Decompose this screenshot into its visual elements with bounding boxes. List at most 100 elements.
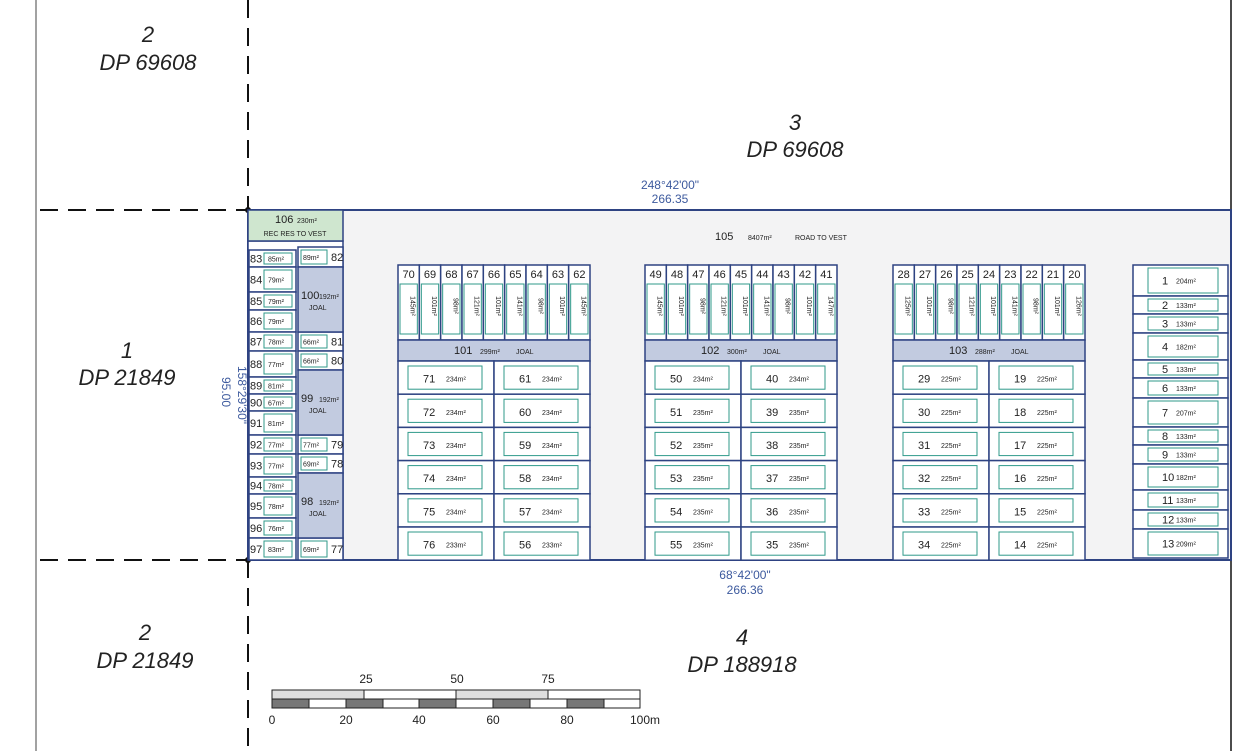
lot-area: 182m² [1176, 475, 1197, 482]
joal-lot-number: 103 [949, 345, 967, 357]
lot-area: 225m² [1037, 443, 1058, 450]
lot-number: 41 [820, 269, 832, 281]
lot-area: 101m² [805, 296, 812, 317]
lot-number: 52 [670, 440, 682, 452]
lot-number: 30 [918, 407, 930, 419]
lot-29 [892, 360, 990, 395]
building-footprint [1147, 492, 1219, 508]
lot-36 [740, 493, 838, 528]
joal-lot [297, 369, 344, 436]
building-footprint [1147, 362, 1219, 376]
lot-number: 24 [983, 269, 995, 281]
lot-area: 81m² [268, 421, 285, 428]
joal-lot-number: 102 [701, 345, 719, 357]
building-footprint [442, 283, 461, 335]
building-footprint [570, 283, 589, 335]
lot-area: 225m² [941, 476, 962, 483]
joal-label: JOAL [309, 511, 327, 518]
lot-number: 65 [509, 269, 521, 281]
joal-label: JOAL [309, 408, 327, 415]
lot-area: 182m² [1176, 345, 1197, 352]
building-footprint [548, 283, 568, 335]
lot-area: 133m² [1176, 303, 1197, 310]
lot-number: 55 [670, 540, 682, 552]
building-footprint [1001, 283, 1020, 335]
lot-number: 45 [735, 269, 747, 281]
lot-40 [740, 360, 838, 395]
lot-number: 54 [670, 506, 682, 518]
lot-30 [892, 393, 990, 429]
lot-area: 209m² [1176, 542, 1197, 549]
building-footprint [263, 479, 293, 492]
lot-number: 11 [1162, 495, 1173, 507]
lot-51 [644, 393, 742, 429]
lot-number: 91 [250, 418, 262, 430]
building-footprint [263, 437, 293, 452]
lot-area: 101m² [494, 296, 501, 317]
joal-label: JOAL [516, 349, 534, 356]
lot-area: 101m² [677, 296, 684, 317]
lot-area: 141m² [1010, 296, 1017, 317]
lot-area: 235m² [693, 476, 714, 483]
building-footprint [1147, 466, 1219, 488]
lot-area: 225m² [941, 443, 962, 450]
reserve-area: 230m² [297, 218, 318, 225]
lot-number: 3 [1162, 319, 1168, 331]
lot-number: 58 [519, 473, 531, 485]
building-footprint [979, 283, 999, 335]
lot-97 [248, 537, 297, 561]
lot-area: 98m² [451, 298, 458, 315]
lot-number: 5 [1162, 364, 1168, 376]
building-footprint [300, 353, 328, 368]
lot-number: 67 [467, 269, 479, 281]
building-footprint [506, 283, 525, 335]
lot-area: 69m² [303, 462, 320, 469]
lot-58 [493, 459, 591, 495]
building-footprint [1147, 380, 1219, 396]
lot-area: 85m² [268, 257, 285, 264]
building-footprint [463, 283, 482, 335]
scale-label: 0 [269, 713, 276, 727]
lot-area: 98m² [784, 298, 791, 315]
lot-area: 77m² [268, 362, 285, 369]
joal-lot-number: 98 [301, 496, 313, 508]
lot-area: 225m² [1037, 410, 1058, 417]
building-footprint [958, 283, 977, 335]
building-footprint [263, 413, 293, 433]
lot-number: 77 [331, 544, 343, 556]
lot-number: 13 [1162, 539, 1174, 551]
lot-number: 50 [670, 374, 682, 386]
lot-number: 28 [898, 269, 910, 281]
lot-84 [248, 266, 297, 293]
lot-area: 126m² [1074, 296, 1081, 317]
lot-number: 32 [918, 473, 930, 485]
lot-number: 72 [423, 407, 435, 419]
lot-number: 93 [250, 461, 262, 473]
lot-number: 25 [962, 269, 974, 281]
lot-number: 79 [331, 440, 343, 452]
lot-16 [988, 459, 1086, 495]
lot-number: 42 [799, 269, 811, 281]
scale-label: 80 [560, 713, 574, 727]
lot-blocks: 70145m²69101m²6898m²67121m²66101m²65141m… [397, 264, 1086, 561]
lot-area: 77m² [268, 443, 285, 450]
lot-59 [493, 426, 591, 462]
building-footprint [263, 396, 293, 409]
lot-area: 121m² [473, 296, 480, 317]
joal-label: JOAL [763, 349, 781, 356]
lot-number: 39 [766, 407, 778, 419]
lot-area: 79m² [268, 299, 285, 306]
lot-number: 82 [331, 252, 343, 264]
adjacent-lot-number: 3 [789, 110, 802, 135]
lot-number: 96 [250, 523, 262, 535]
lot-number: 47 [692, 269, 704, 281]
building-footprint [902, 365, 978, 390]
scale-label: 50 [450, 672, 464, 686]
lot-number: 8 [1162, 431, 1168, 443]
lot-number: 60 [519, 407, 531, 419]
building-footprint [689, 283, 708, 335]
lot-number: 15 [1014, 506, 1026, 518]
lot-number: 27 [919, 269, 931, 281]
joal-lot-number: 99 [301, 393, 313, 405]
lot-area: 235m² [789, 476, 810, 483]
